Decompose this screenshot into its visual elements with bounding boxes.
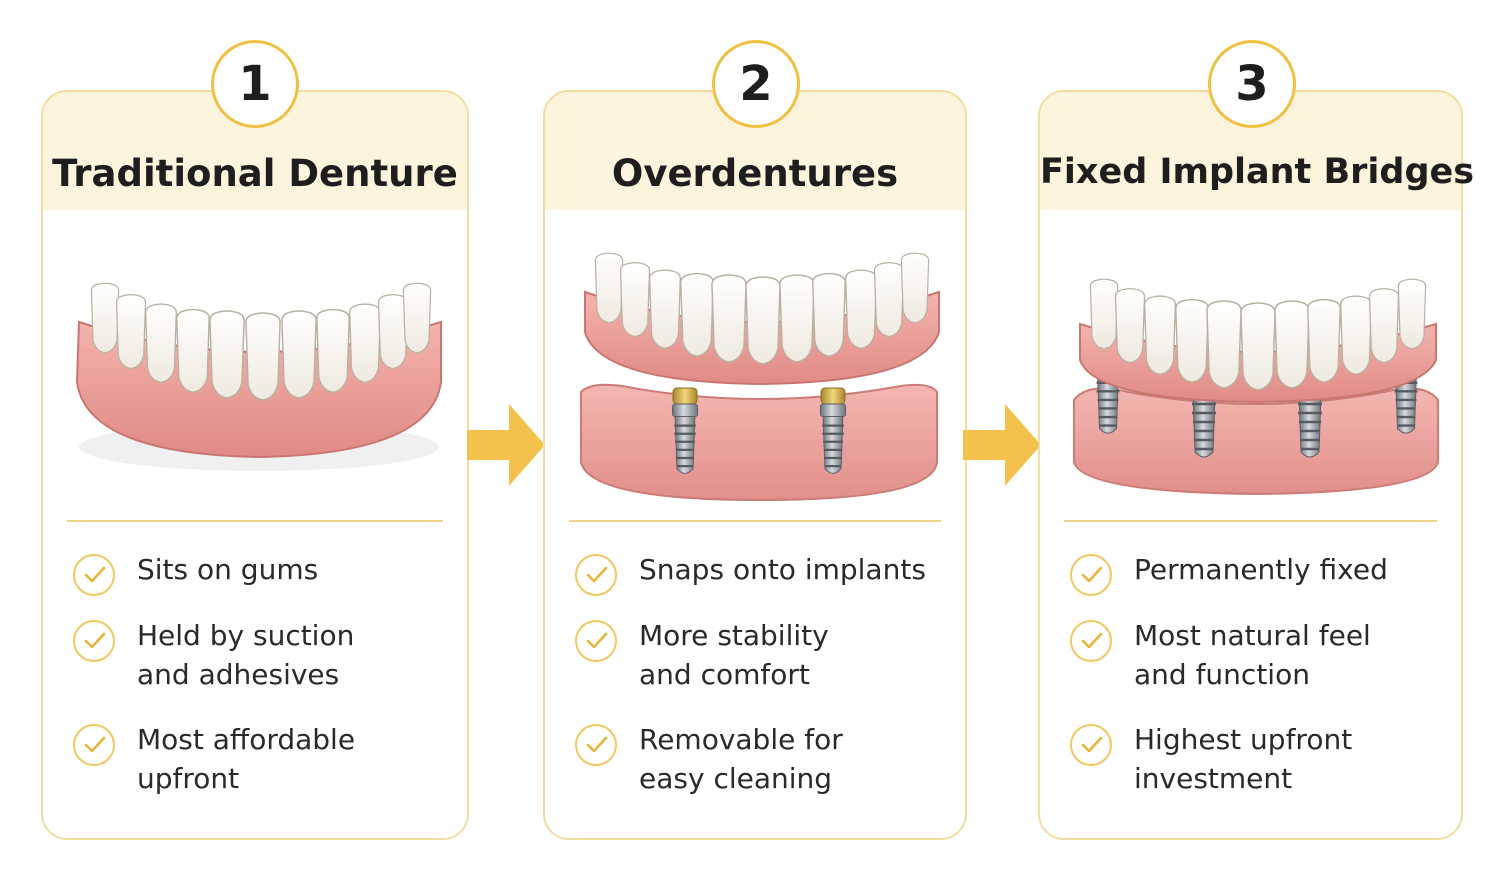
card-traditional-denture: Traditional Denture Sits on gums bbox=[41, 90, 469, 840]
feature-text: Removable for easy cleaning bbox=[639, 723, 843, 795]
feature-text: Snaps onto implants bbox=[639, 553, 926, 586]
overdentures-illustration bbox=[580, 252, 940, 502]
check-circle-icon bbox=[73, 620, 115, 662]
card-title: Traditional Denture bbox=[52, 152, 458, 195]
step-number-badge: 3 bbox=[1208, 40, 1296, 128]
feature-text: Highest upfront investment bbox=[1134, 723, 1353, 795]
divider bbox=[1064, 520, 1437, 522]
check-circle-icon bbox=[1070, 724, 1112, 766]
check-circle-icon bbox=[73, 724, 115, 766]
fixed-implant-bridge-illustration bbox=[1073, 278, 1439, 496]
check-circle-icon bbox=[73, 554, 115, 596]
arrow-right-icon bbox=[963, 404, 1041, 486]
feature-text: Most affordable upfront bbox=[137, 723, 356, 795]
feature-text: Sits on gums bbox=[137, 553, 319, 586]
traditional-denture-illustration bbox=[75, 282, 442, 471]
check-circle-icon bbox=[1070, 554, 1112, 596]
check-circle-icon bbox=[1070, 620, 1112, 662]
arrow-right-icon bbox=[467, 404, 545, 486]
divider bbox=[569, 520, 941, 522]
divider bbox=[67, 520, 443, 522]
check-circle-icon bbox=[575, 620, 617, 662]
check-circle-icon bbox=[575, 724, 617, 766]
card-overdentures: Overdentures bbox=[543, 90, 967, 840]
card-fixed-implant-bridges: Fixed Implant Bridges bbox=[1038, 90, 1475, 840]
card-title: Fixed Implant Bridges bbox=[1040, 152, 1475, 192]
check-circle-icon bbox=[575, 554, 617, 596]
feature-text: More stability and comfort bbox=[639, 619, 829, 691]
card-title: Overdentures bbox=[611, 152, 899, 195]
feature-text: Most natural feel and function bbox=[1134, 619, 1371, 691]
step-number-badge: 2 bbox=[712, 40, 800, 128]
step-number-badge: 1 bbox=[211, 40, 299, 128]
feature-text: Permanently fixed bbox=[1134, 553, 1388, 586]
feature-text: Held by suction and adhesives bbox=[137, 619, 355, 691]
